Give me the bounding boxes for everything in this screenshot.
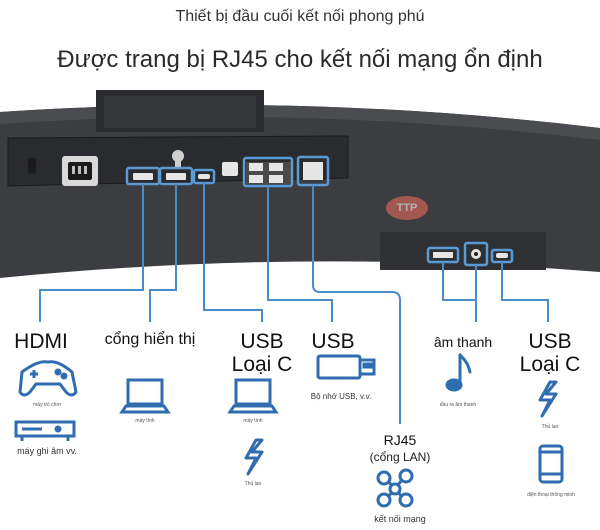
- recorder-icon: [14, 420, 76, 441]
- page-title: Được trang bị RJ45 cho kết nối mạng ổn đ…: [57, 46, 543, 73]
- usbc-left-title-line1: USB: [240, 330, 284, 353]
- usbc-right-connector-line: [501, 262, 549, 322]
- power-socket-icon: [28, 156, 98, 186]
- subtitle: Thiết bị đầu cuối kết nối phong phú: [175, 8, 425, 25]
- usbc-right-title-line2: Loại C: [519, 353, 581, 376]
- usbc-left-item-power: Thủ lao: [244, 481, 262, 487]
- hdmi-item-recorder: máy ghi âm vv.: [17, 446, 77, 456]
- dp-connector-line: [149, 184, 177, 322]
- usbc-right-item-power: Thủ lao: [541, 424, 559, 430]
- usbc-left-connector-line: [203, 183, 263, 322]
- watermark-logo: TTP: [386, 196, 428, 220]
- lightning-icon: [244, 438, 264, 476]
- lightning-icon: [538, 380, 558, 418]
- lock-icon: [172, 150, 184, 162]
- usb-connector-line: [267, 186, 333, 322]
- audio-item-output: đầu ra âm thanh: [439, 402, 477, 408]
- hdmi-connector-line: [39, 184, 144, 322]
- music-note-icon: [445, 353, 472, 392]
- watermark-text: TTP: [396, 202, 418, 214]
- audio-title: âm thanh: [433, 334, 493, 350]
- usb-title: USB: [311, 330, 355, 353]
- gamepad-icon: [18, 360, 78, 397]
- usbc-left-item-computer: máy tính: [243, 418, 263, 424]
- rj45-connector-line: [312, 185, 401, 424]
- rj45-title-line2: (cổng LAN): [369, 450, 431, 464]
- usb-item-storage: Bộ nhớ USB, v.v.: [310, 392, 372, 401]
- audio-connector-line: [442, 262, 477, 301]
- network-icon: [376, 468, 414, 508]
- dp-item-computer: máy tính: [135, 418, 155, 424]
- laptop-icon: [227, 378, 279, 414]
- rj45-title-line1: RJ45: [383, 432, 417, 448]
- hdmi-title: HDMI: [14, 330, 68, 353]
- rj45-item-network: kết nối mạng: [374, 514, 426, 524]
- hdmi-item-game: máy trò chơi: [33, 402, 61, 408]
- dp-title: cổng hiển thị: [104, 331, 196, 348]
- usb-stick-icon: [316, 354, 376, 380]
- usbc-left-title-line2: Loại C: [231, 353, 293, 376]
- usbc-right-title-line1: USB: [528, 330, 572, 353]
- usbc-right-item-phone: điện thoại thông minh: [527, 492, 575, 498]
- smartphone-icon: [538, 444, 564, 484]
- laptop-icon: [119, 378, 171, 414]
